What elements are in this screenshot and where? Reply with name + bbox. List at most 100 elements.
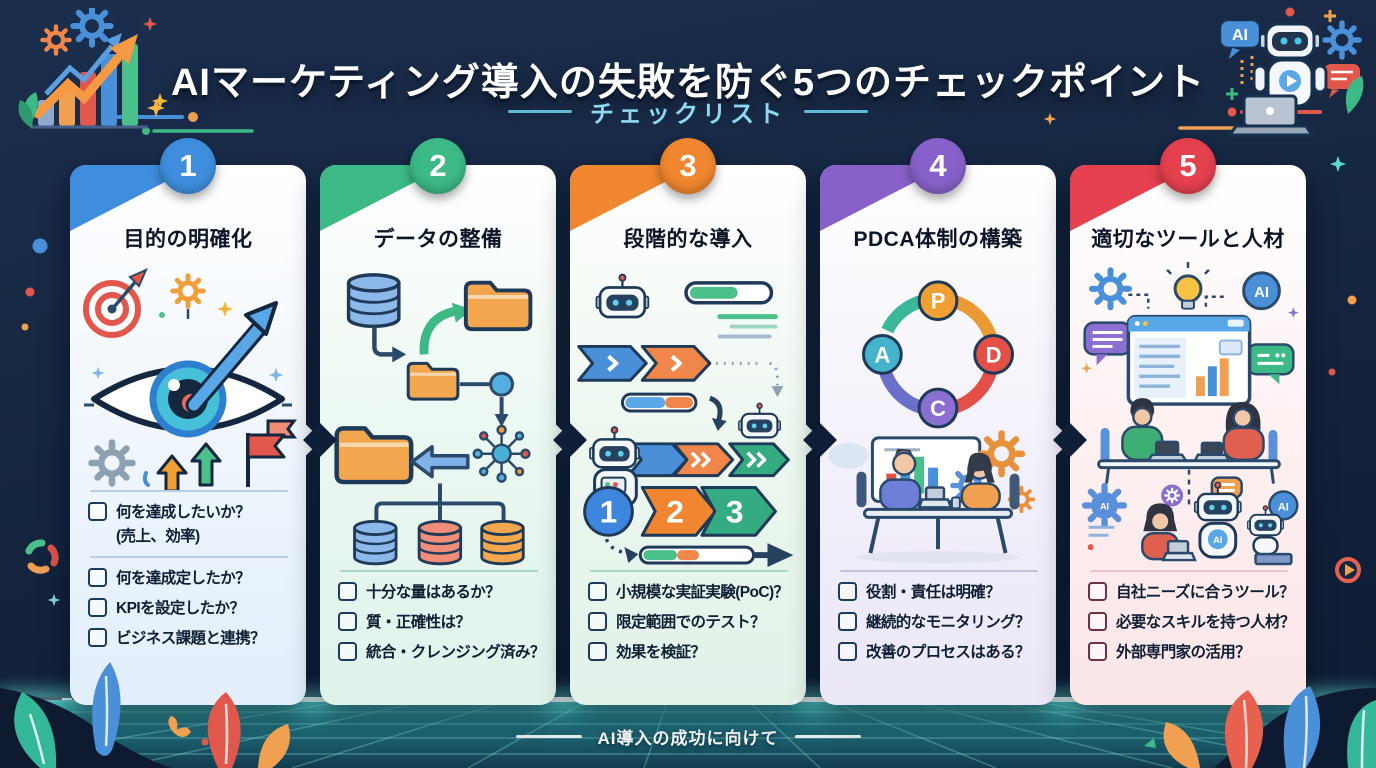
chevron-arrows: [626, 442, 790, 478]
step-3-label: 3: [726, 493, 744, 529]
ai-bubble-label: AI: [1232, 27, 1248, 44]
robot-icon: [1246, 504, 1293, 566]
curved-arrow-icon: [708, 395, 723, 421]
ai-gear-icon: AI: [1085, 486, 1124, 525]
checklist-item: 改善のプロセスはある？: [838, 640, 1040, 662]
checklist-item-label: ビジネス課題と連携？: [116, 630, 266, 647]
checkbox[interactable]: [338, 641, 357, 661]
checklist-item: 継続的なモニタリング？: [838, 610, 1040, 632]
goal-illustration: [83, 268, 297, 491]
sparkle-icon: [216, 300, 234, 318]
checklist-item: 外部専門家の活用？: [1088, 640, 1290, 662]
footer-band: AI導入の成功に向けて: [0, 697, 1376, 768]
checklist-item-label: 必要なスキルを持つ人材？: [1116, 614, 1295, 631]
ai-label: AI: [1100, 501, 1109, 511]
card-number-badge: 5: [1160, 138, 1216, 194]
gear-icon: [1092, 270, 1129, 307]
pdca-cycle-icon: P D C A: [861, 280, 1015, 429]
checkbox[interactable]: [838, 641, 857, 661]
checkbox[interactable]: [88, 501, 107, 521]
checkbox[interactable]: [1088, 581, 1107, 601]
checklist-item-label: 十分な量はあるか？: [366, 584, 501, 601]
subtitle-row: チェックリスト: [0, 94, 1376, 129]
checklist-item-label: 効果を検証？: [616, 644, 706, 661]
pdca-a-label: A: [874, 342, 890, 367]
database-icon: [346, 273, 401, 329]
folder-icon: [463, 280, 533, 332]
checkpoint-card-4: PDCA体制の構築 P D C A: [803, 138, 1072, 705]
sparkle-icon: [142, 16, 158, 32]
checklist-item-label: 限定範囲でのテスト？: [616, 614, 766, 631]
footer-dash: [794, 735, 861, 738]
checklist-item-subtext: (売上、効率): [116, 528, 200, 545]
database-icon: [480, 519, 525, 566]
mini-progress-bar: [620, 392, 698, 413]
checklist-item-label: 継続的なモニタリング？: [866, 614, 1031, 631]
checkbox[interactable]: [1088, 641, 1107, 661]
checklist-item: 必要なスキルを持つ人材？: [1088, 610, 1295, 632]
subtitle-dash: [508, 110, 572, 113]
broken-ring-icon: [25, 539, 59, 574]
footer-label: AI導入の成功に向けて: [597, 729, 779, 748]
checkbox[interactable]: [1088, 611, 1107, 631]
checkbox[interactable]: [588, 611, 607, 631]
chat-bubble-icon: [1083, 321, 1132, 366]
card-title: 段階的な導入: [623, 228, 753, 251]
up-arrows-icon: [156, 442, 222, 491]
sparkle-icon: [1081, 362, 1093, 374]
chevron-arrows: [577, 344, 712, 382]
checklist-item-label: 自社ニーズに合うツール？: [1116, 584, 1295, 601]
checkbox[interactable]: [88, 597, 107, 617]
chat-bubble-icon: [1324, 64, 1360, 98]
checkbox[interactable]: [838, 581, 857, 601]
checkbox[interactable]: [588, 641, 607, 661]
robot-icon: [595, 273, 650, 319]
checkbox[interactable]: [588, 581, 607, 601]
checklist-item-label: 役割・責任は明確？: [866, 584, 1001, 601]
plus-icon: [1226, 88, 1238, 100]
checklist-item: 小規模な実証実験(PoC)？: [588, 580, 790, 602]
sparkle-icon: [1329, 155, 1347, 173]
checklist-item-label: 統合・クレンジング済み？: [366, 644, 545, 661]
checkbox[interactable]: [88, 627, 107, 647]
gear-icon: [173, 276, 204, 307]
checklist-item-label: 何を達成定したか？: [116, 570, 251, 587]
subtitle: チェックリスト: [590, 101, 786, 128]
ai-label: AI: [1278, 501, 1289, 513]
tools-people-illustration: AI: [1081, 261, 1299, 566]
gear-icon: [92, 443, 133, 484]
checklist-item-label: 何を達成したいか？: [116, 504, 251, 521]
checklist-item: 何を達成したいか？: [88, 500, 290, 522]
checkbox[interactable]: [88, 567, 107, 587]
pdca-d-label: D: [986, 342, 1002, 367]
card-number-badge: 1: [160, 138, 216, 194]
dashboard-screen: [1126, 314, 1252, 406]
pdca-c-label: C: [930, 396, 946, 421]
checkpoint-card-1: 目的の明確化: [70, 138, 322, 705]
card-number-badge: 4: [910, 138, 966, 194]
network-icon: [472, 424, 531, 483]
target-icon: [83, 268, 148, 338]
card-number-badge: 2: [410, 138, 466, 194]
checkbox[interactable]: [838, 611, 857, 631]
checklist-item: 質・正確性は？: [338, 610, 540, 632]
sparkle-icon: [268, 367, 284, 383]
checklist: 役割・責任は明確？ 継続的なモニタリング？ 改善のプロセスはある？: [838, 570, 1040, 662]
database-icon: [353, 519, 398, 566]
checklist-item-label: 外部専門家の活用？: [1116, 644, 1251, 661]
checkbox[interactable]: [338, 581, 357, 601]
step-2-label: 2: [666, 493, 684, 529]
growth-arrow-icon: [185, 301, 278, 414]
step-1-label: 1: [600, 493, 618, 529]
phased-rollout-illustration: 1 2 3: [577, 273, 794, 568]
checklist-item: ビジネス課題と連携？: [88, 626, 290, 648]
curved-arrow-icon: [419, 306, 459, 355]
sparkle-icon: [1287, 307, 1299, 319]
page-title: AIマーケティング導入の失敗を防ぐ5つのチェックポイント: [170, 62, 1206, 105]
play-button-icon: [1335, 557, 1361, 583]
checkpoint-card-2: データの整備: [303, 138, 572, 705]
checklist: 自社ニーズに合うツール？ 必要なスキルを持つ人材？ 外部専門家の活用？: [1088, 570, 1295, 662]
checkbox[interactable]: [338, 611, 357, 631]
flag-icon: [246, 419, 297, 487]
